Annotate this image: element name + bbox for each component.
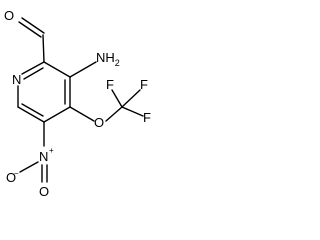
nitro-nitrogen-label: N: [39, 149, 48, 164]
ring-bond-c5-c6-inner: [21, 103, 44, 117]
ring-bond-c2-c3: [43, 61, 71, 78]
aldehyde-carbonyl-bond-inner: [18, 21, 42, 38]
cf-bond-right: [121, 106, 144, 117]
ring-bond-n1-c2-inner: [23, 67, 44, 80]
amino-label: NH2: [96, 50, 120, 68]
nitro-oxygen-left-charge: −: [14, 169, 19, 178]
aldehyde-carbonyl-bond: [21, 17, 45, 34]
nitro-oxygen-left-label: O: [6, 170, 16, 185]
fluorine-top-right-label: F: [140, 77, 148, 92]
chemical-structure-diagram: O N NH2 O F F F N + O − O: [4, 8, 151, 199]
nitro-oxygen-bottom-label: O: [39, 184, 49, 199]
ring-bond-n1-c2: [21, 61, 45, 75]
fluorine-right-label: F: [143, 110, 151, 125]
ring-bond-c4-c5: [43, 106, 71, 123]
nitro-nitrogen-charge: +: [49, 146, 54, 155]
ring-nitrogen-label: N: [12, 72, 21, 87]
cf-bond-top-left: [111, 89, 123, 108]
nitro-no-bond-left: [19, 161, 39, 173]
amino-subscript: 2: [115, 58, 120, 68]
amino-bond: [69, 61, 97, 78]
ether-bond-ring: [69, 106, 95, 122]
amino-text: NH: [96, 50, 115, 65]
ether-oxygen-label: O: [94, 115, 104, 130]
aldehyde-ring-bond: [42, 34, 45, 63]
ring-bond-c5-c6: [17, 106, 45, 123]
fluorine-top-left-label: F: [106, 77, 114, 92]
cf-bond-top-right: [121, 89, 141, 108]
ether-bond-carbon: [105, 106, 123, 122]
aldehyde-oxygen-label: O: [4, 8, 14, 23]
